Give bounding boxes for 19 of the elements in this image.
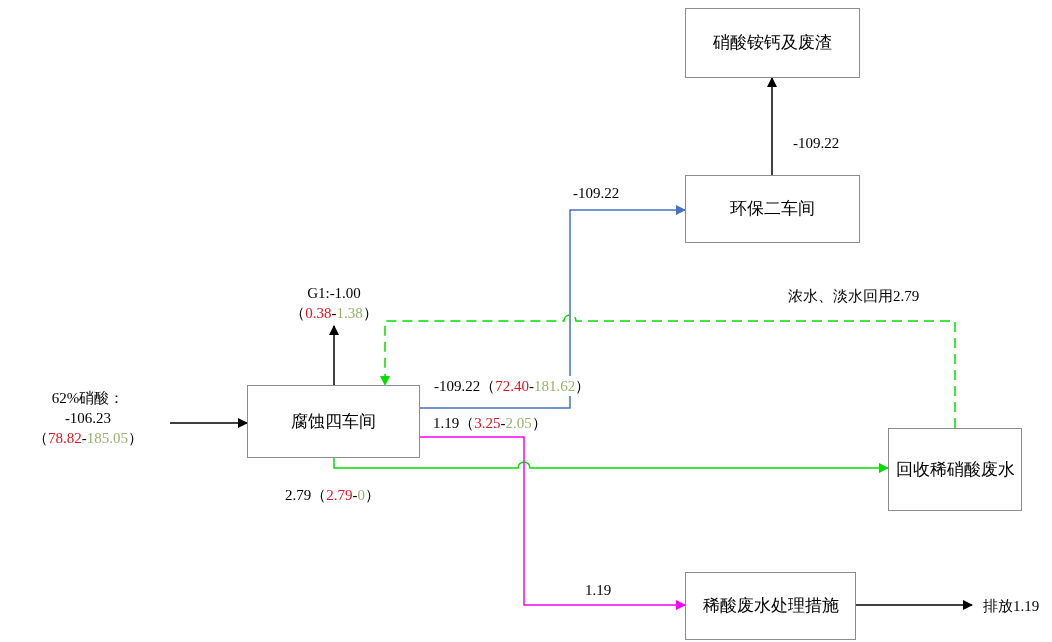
flow-value: -109.22 xyxy=(573,184,620,203)
arrow xyxy=(380,314,956,429)
arrow xyxy=(767,77,777,176)
flow-value: 1.19 xyxy=(585,581,612,600)
arrow xyxy=(855,600,973,610)
process-box: 硝酸铵钙及废渣 xyxy=(685,8,860,78)
arrow xyxy=(333,457,889,473)
flow-text: G1:-1.00 （0.38-1.38） xyxy=(272,280,396,326)
process-box: 稀酸废水处理措施 xyxy=(685,572,856,640)
arrow xyxy=(169,418,248,428)
flow-text: 62%硝酸： -106.23 （78.82-185.05） xyxy=(6,378,170,458)
process-box: 回收稀硝酸废水 xyxy=(888,428,1022,511)
arrow xyxy=(419,205,686,409)
arrow xyxy=(419,436,686,610)
process-box: 腐蚀四车间 xyxy=(247,385,420,458)
flow-text: 排放1.19 xyxy=(972,594,1050,618)
edge-label: 浓水、淡水回用2.79 xyxy=(788,286,920,306)
process-box: 环保二车间 xyxy=(685,175,860,243)
arrow xyxy=(329,325,339,386)
